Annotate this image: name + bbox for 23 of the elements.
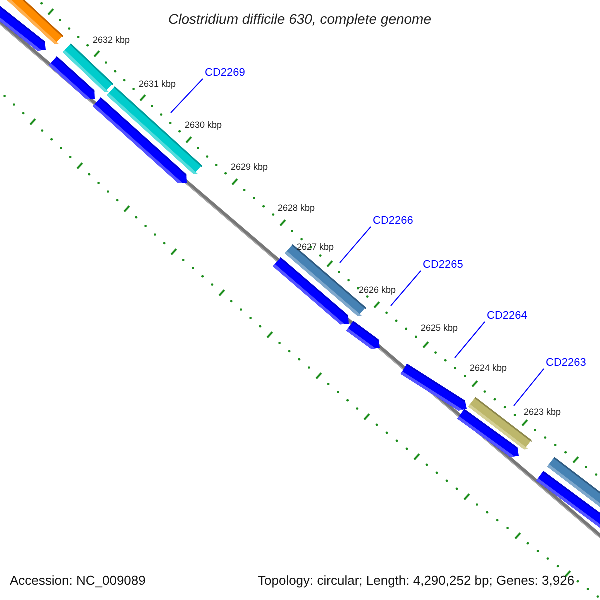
tick-label: 2627 kbp: [297, 242, 334, 253]
leader-line: [514, 368, 544, 406]
accession-text: Accession: NC_009089: [10, 573, 146, 589]
tick-label: 2629 kbp: [231, 162, 268, 173]
leader-line: [390, 270, 422, 306]
tick-label: 2632 kbp: [93, 35, 130, 46]
tick-label: 2624 kbp: [470, 363, 508, 374]
tick-label: 2625 kbp: [421, 323, 458, 334]
gene-label: CD2264: [487, 310, 528, 323]
gene-label: CD2263: [546, 357, 586, 370]
tick-label: 2630 kbp: [185, 120, 222, 131]
genome-info-text: Topology: circular; Length: 4,290,252 bp; Genes: 3,926: [258, 573, 575, 589]
gene-label: CD2266: [373, 215, 414, 228]
tick-label: 2626 kbp: [359, 285, 396, 296]
tick-label: 2631 kbp: [139, 79, 176, 90]
title: Clostridium difficile 630, complete genome: [167, 10, 432, 29]
leader-line: [454, 322, 486, 358]
tick-label: 2623 kbp: [524, 407, 562, 418]
gene-label: CD2265: [423, 259, 464, 272]
leader-line: [170, 78, 204, 114]
tick-label: 2628 kbp: [278, 203, 316, 214]
gene-label: CD2269: [205, 67, 246, 80]
leader-line: [340, 226, 372, 264]
